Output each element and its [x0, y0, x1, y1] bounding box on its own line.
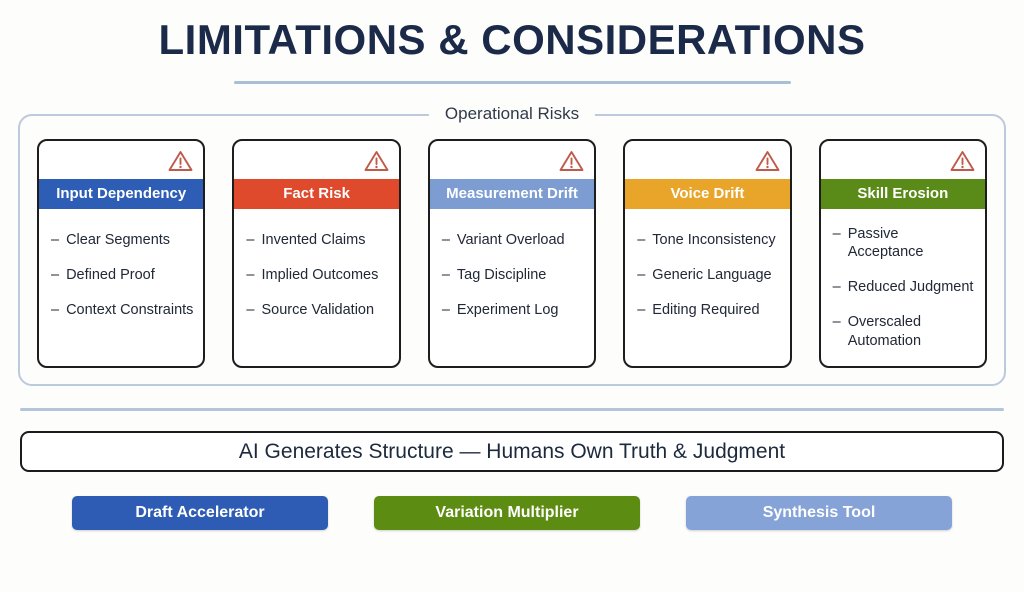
risk-card-input-dependency: Input Dependency –Clear Segments –Define…	[37, 139, 206, 368]
list-item-label: Context Constraints	[66, 302, 194, 319]
bullet-dash: –	[832, 226, 841, 242]
synthesis-tool-button[interactable]: Synthesis Tool	[686, 496, 952, 530]
list-item-label: Generic Language	[652, 267, 772, 284]
list-item-label: Overscaled Automation	[847, 314, 922, 349]
draft-accelerator-button[interactable]: Draft Accelerator	[72, 496, 328, 530]
risk-card-title: Voice Drift	[625, 179, 790, 209]
list-item: –Overscaled Automation	[833, 313, 981, 349]
card-icon-row	[234, 141, 398, 179]
bullet-dash: –	[832, 279, 841, 296]
list-item-label: Reduced Judgment	[847, 279, 974, 296]
warning-icon	[167, 149, 194, 173]
list-item: –Context Constraints	[51, 301, 199, 319]
list-item: –Reduced Judgment	[833, 278, 981, 296]
page-title: LIMITATIONS & CONSIDERATIONS	[158, 16, 866, 63]
footer-buttons-row: Draft Accelerator Variation Multiplier S…	[0, 496, 1024, 530]
risk-card-items: –Invented Claims –Implied Outcomes –Sour…	[234, 231, 398, 336]
card-icon-row	[430, 141, 594, 179]
risk-card-skill-erosion: Skill Erosion –Passive Acceptance –Reduc…	[818, 139, 988, 368]
risk-card-items: –Variant Overload –Tag Discipline –Exper…	[430, 231, 594, 336]
list-item: –Defined Proof	[51, 266, 199, 284]
warning-icon	[949, 149, 976, 173]
warning-icon	[754, 149, 781, 173]
risk-card-items: –Passive Acceptance –Reduced Judgment –O…	[821, 225, 985, 366]
list-item-label: Defined Proof	[66, 267, 155, 284]
warning-icon	[363, 149, 390, 173]
list-item-label: Clear Segments	[66, 232, 171, 248]
list-item: –Passive Acceptance	[833, 225, 981, 261]
list-item: –Variant Overload	[442, 231, 590, 249]
card-icon-row	[625, 141, 789, 179]
list-item: –Tone Inconsistency	[637, 231, 785, 249]
key-message-banner: AI Generates Structure — Humans Own Trut…	[20, 431, 1004, 472]
list-item: –Editing Required	[637, 301, 785, 319]
bullet-dash: –	[637, 267, 646, 284]
list-item-label: Variant Overload	[456, 232, 565, 248]
bullet-dash: –	[441, 267, 450, 284]
bullet-dash: –	[441, 232, 450, 248]
risk-card-title: Fact Risk	[234, 179, 399, 209]
risk-cards-row: Input Dependency –Clear Segments –Define…	[37, 139, 988, 368]
risk-card-measurement-drift: Measurement Drift –Variant Overload –Tag…	[427, 139, 597, 368]
list-item: –Implied Outcomes	[246, 266, 394, 284]
bullet-dash: –	[246, 232, 255, 248]
bullet-dash: –	[246, 302, 255, 319]
bullet-dash: –	[51, 232, 60, 248]
risk-card-fact-risk: Fact Risk –Invented Claims –Implied Outc…	[232, 139, 401, 368]
risk-card-voice-drift: Voice Drift –Tone Inconsistency –Generic…	[623, 139, 792, 368]
title-divider	[233, 81, 791, 84]
risk-card-title: Skill Erosion	[820, 179, 986, 209]
risk-card-items: –Tone Inconsistency –Generic Language –E…	[625, 231, 789, 336]
risk-card-title: Input Dependency	[39, 179, 204, 209]
risk-card-items: –Clear Segments –Defined Proof –Context …	[39, 231, 203, 336]
bullet-dash: –	[51, 302, 60, 319]
operational-risks-section: Operational Risks Input Dependency –Clea…	[18, 104, 1006, 386]
list-item-label: Tag Discipline	[456, 267, 547, 284]
list-item-label: Editing Required	[652, 302, 760, 319]
list-item-label: Experiment Log	[456, 302, 559, 319]
section-divider	[20, 408, 1004, 411]
list-item: –Tag Discipline	[442, 266, 590, 284]
list-item-label: Tone Inconsistency	[652, 232, 776, 248]
list-item: –Invented Claims	[246, 231, 394, 249]
list-item-label: Implied Outcomes	[261, 267, 379, 284]
section-label: Operational Risks	[428, 104, 596, 124]
list-item: –Generic Language	[637, 266, 785, 284]
card-icon-row	[821, 141, 985, 179]
bullet-dash: –	[441, 302, 450, 319]
risk-card-title: Measurement Drift	[429, 179, 595, 209]
bullet-dash: –	[246, 267, 255, 284]
list-item: –Source Validation	[246, 301, 394, 319]
list-item: –Experiment Log	[442, 301, 590, 319]
list-item-label: Invented Claims	[261, 232, 366, 248]
variation-multiplier-button[interactable]: Variation Multiplier	[374, 496, 640, 530]
bullet-dash: –	[51, 267, 60, 284]
warning-icon	[558, 149, 585, 173]
card-icon-row	[39, 141, 203, 179]
list-item: –Clear Segments	[51, 231, 199, 249]
bullet-dash: –	[637, 232, 646, 248]
bullet-dash: –	[637, 302, 646, 319]
list-item-label: Source Validation	[261, 302, 375, 319]
bullet-dash: –	[832, 314, 841, 331]
list-item-label: Passive Acceptance	[847, 226, 924, 261]
